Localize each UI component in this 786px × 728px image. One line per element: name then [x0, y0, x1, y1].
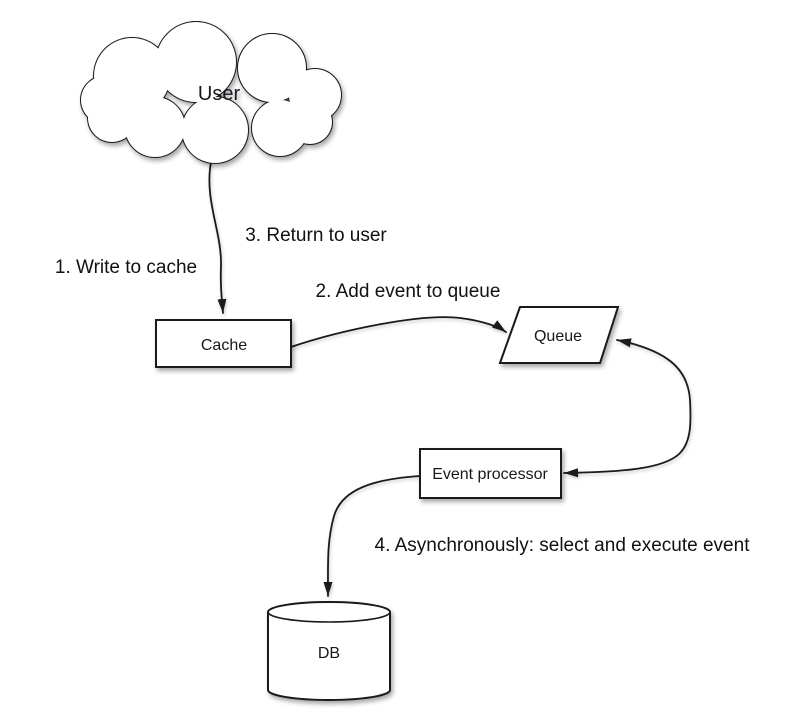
db-cylinder-top-rim: [267, 611, 391, 623]
event-processor-rect: [419, 448, 562, 499]
node-cache-label: Cache: [201, 337, 247, 354]
node-db: DB: [267, 601, 391, 701]
edges-layer: [208, 161, 692, 597]
node-event-processor-label: Event processor: [432, 466, 548, 483]
cloud-shape: [80, 21, 342, 164]
edge-label-step2: 2. Add event to queue: [316, 281, 501, 302]
db-cylinder-body: [267, 601, 391, 701]
node-user: User: [80, 21, 342, 164]
cache-rect: [155, 319, 292, 368]
node-user-label: User: [198, 83, 241, 105]
node-queue: Queue: [498, 306, 620, 364]
node-db-label: DB: [318, 645, 340, 662]
node-event-processor: Event processor: [419, 448, 562, 499]
edge-labels-layer: 1. Write to cache 3. Return to user 2. A…: [55, 225, 750, 556]
edge-label-step4: 4. Asynchronously: select and execute ev…: [375, 535, 751, 556]
edge-label-step3: 3. Return to user: [245, 225, 387, 246]
node-queue-label: Queue: [534, 328, 582, 345]
edge-user-to-cache: [208, 161, 227, 314]
node-cache: Cache: [155, 319, 292, 368]
edge-event-processor-queue: [563, 338, 692, 478]
edge-label-step1: 1. Write to cache: [55, 257, 197, 278]
queue-parallelogram: [498, 306, 620, 364]
edge-event-processor-to-db: [323, 475, 421, 597]
edge-cache-to-queue: [290, 316, 507, 348]
